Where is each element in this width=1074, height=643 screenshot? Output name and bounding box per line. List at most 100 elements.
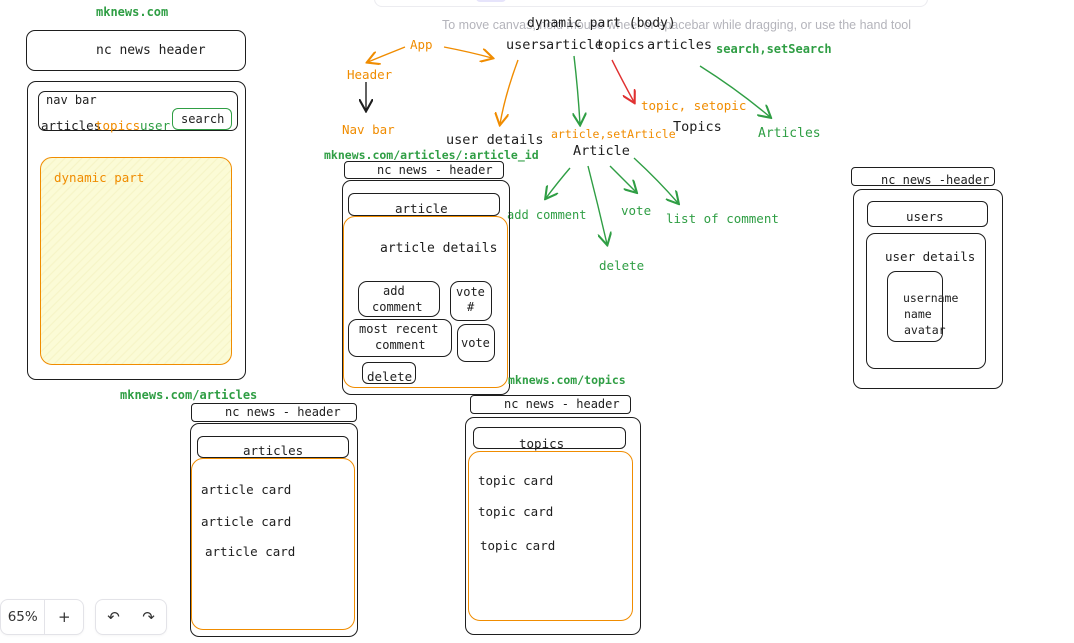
article-title-label: article [395,201,448,216]
home-search-box[interactable] [172,108,232,130]
article-dynamic-area[interactable] [343,216,508,388]
plus-icon[interactable]: + [57,608,71,626]
home-frame[interactable] [27,81,246,380]
delete-button[interactable] [362,362,416,384]
topics-page-header-label: nc news - header [504,397,620,411]
tree-articles: Articles [758,126,821,141]
topics-dynamic-area[interactable] [468,451,633,621]
topic-card[interactable]: topic card [478,473,554,488]
arrow-app-to-body [443,46,492,58]
home-nav-articles: articles [41,118,102,133]
home-nav-topics: topics [95,118,141,133]
tree-vote: vote [621,203,652,218]
arrow-article-to-vote [609,165,636,192]
tree-article: Article [573,143,630,159]
tree-user-details: user details [446,132,544,148]
tree-list-of-comment: list of comment [666,211,779,226]
articles-page-url[interactable]: mknews.com/articles [120,388,258,402]
topics-page-url[interactable]: mknews.com/topics [508,373,626,387]
home-search-label: search [181,112,225,126]
tree-row-articles: articles [647,37,713,53]
topics-title-label: topics [519,436,565,451]
tree-add-comment: add comment [507,208,587,222]
users-title-box[interactable] [867,201,988,227]
tree-article-state: article,setArticle [551,127,676,141]
arrow-article-to-add-comment [546,167,571,198]
arrow-article-to-delete [587,165,607,244]
tree-delete: delete [599,258,645,273]
recent-comment-line1: most recent [359,322,439,336]
redo-icon[interactable]: ↷ [142,608,155,626]
vote-count-line1: vote [456,285,485,299]
delete-button-label: delete [367,369,413,384]
topics-page-header-box[interactable] [470,395,631,414]
user-card-box[interactable] [887,271,943,342]
zoom-level[interactable]: 65% [7,609,38,625]
add-comment-button[interactable] [358,281,440,317]
topic-card[interactable]: topic card [480,538,556,553]
tree-topic-state: topic, setopic [641,98,747,113]
article-title-box[interactable] [348,193,500,216]
user-field-name: name [904,307,932,321]
vote-button-label: vote [461,336,490,350]
article-page-frame[interactable] [342,180,510,395]
article-card[interactable]: article card [201,514,292,529]
articles-title-label: articles [243,443,304,458]
tree-app: App [410,37,433,52]
users-title-label: users [906,209,944,224]
article-card[interactable]: article card [205,544,296,559]
tree-row-topics: topics [596,37,645,53]
home-dynamic-area[interactable] [40,157,232,365]
most-recent-comment-box[interactable] [348,319,452,357]
vote-button[interactable] [457,324,495,362]
vote-count-box[interactable] [450,281,492,321]
home-nav-user: user [140,118,171,133]
user-details-label: user details [885,249,976,264]
home-url[interactable]: mknews.com [96,5,169,19]
article-page-header-box[interactable] [344,161,504,179]
user-field-avatar: avatar [904,323,946,337]
zoom-controls: 65% + [0,599,84,635]
recent-comment-line2: comment [375,338,426,352]
user-field-username: username [903,291,959,305]
articles-title-box[interactable] [197,436,349,458]
article-page-url[interactable]: mknews.com/articles/:article_id [324,148,539,162]
users-page-frame[interactable] [853,189,1003,389]
arrow-article-to-article-component [574,55,580,124]
active-tool-indicator [476,0,506,2]
topic-card[interactable]: topic card [478,504,554,519]
article-page-header-label: nc news - header [377,163,493,177]
tree-search-state: search,setSearch [716,42,832,56]
articles-page-frame[interactable] [190,423,358,637]
zoom-divider [44,600,46,634]
arrow-topics-to-topics-component [611,59,634,102]
user-details-box[interactable] [866,233,986,369]
home-navbar-label: nav bar [46,93,97,107]
add-comment-line2: comment [372,300,423,314]
tree-header: Header [347,67,393,82]
add-comment-line1: add [383,284,405,298]
arrow-app-to-header [368,46,406,62]
topics-page-frame[interactable] [465,417,641,635]
topics-title-box[interactable] [473,427,626,449]
vote-count-line2: # [467,300,475,314]
article-card[interactable]: article card [201,482,292,497]
users-page-header-box[interactable] [851,167,995,186]
undo-icon[interactable]: ↶ [107,608,120,626]
arrow-articles-to-articles-component [699,65,770,117]
articles-dynamic-area[interactable] [191,458,355,630]
home-header-box[interactable] [26,30,246,71]
tree-row-article: article [546,37,603,53]
history-controls: ↶ ↷ [95,599,167,635]
arrow-article-to-list-of-comment [633,157,678,203]
articles-page-header-box[interactable] [191,403,357,422]
tree-topics: Topics [673,119,722,135]
home-header-label: nc news header [96,43,206,58]
canvas-hint: To move canvas, hold mouse wheel or spac… [442,18,912,32]
home-dynamic-label: dynamic part [54,170,145,185]
home-navbar-box[interactable] [38,91,238,131]
articles-page-header-label: nc news - header [225,405,341,419]
tree-row-users: users [506,37,547,53]
article-details-label: article details [380,241,498,256]
